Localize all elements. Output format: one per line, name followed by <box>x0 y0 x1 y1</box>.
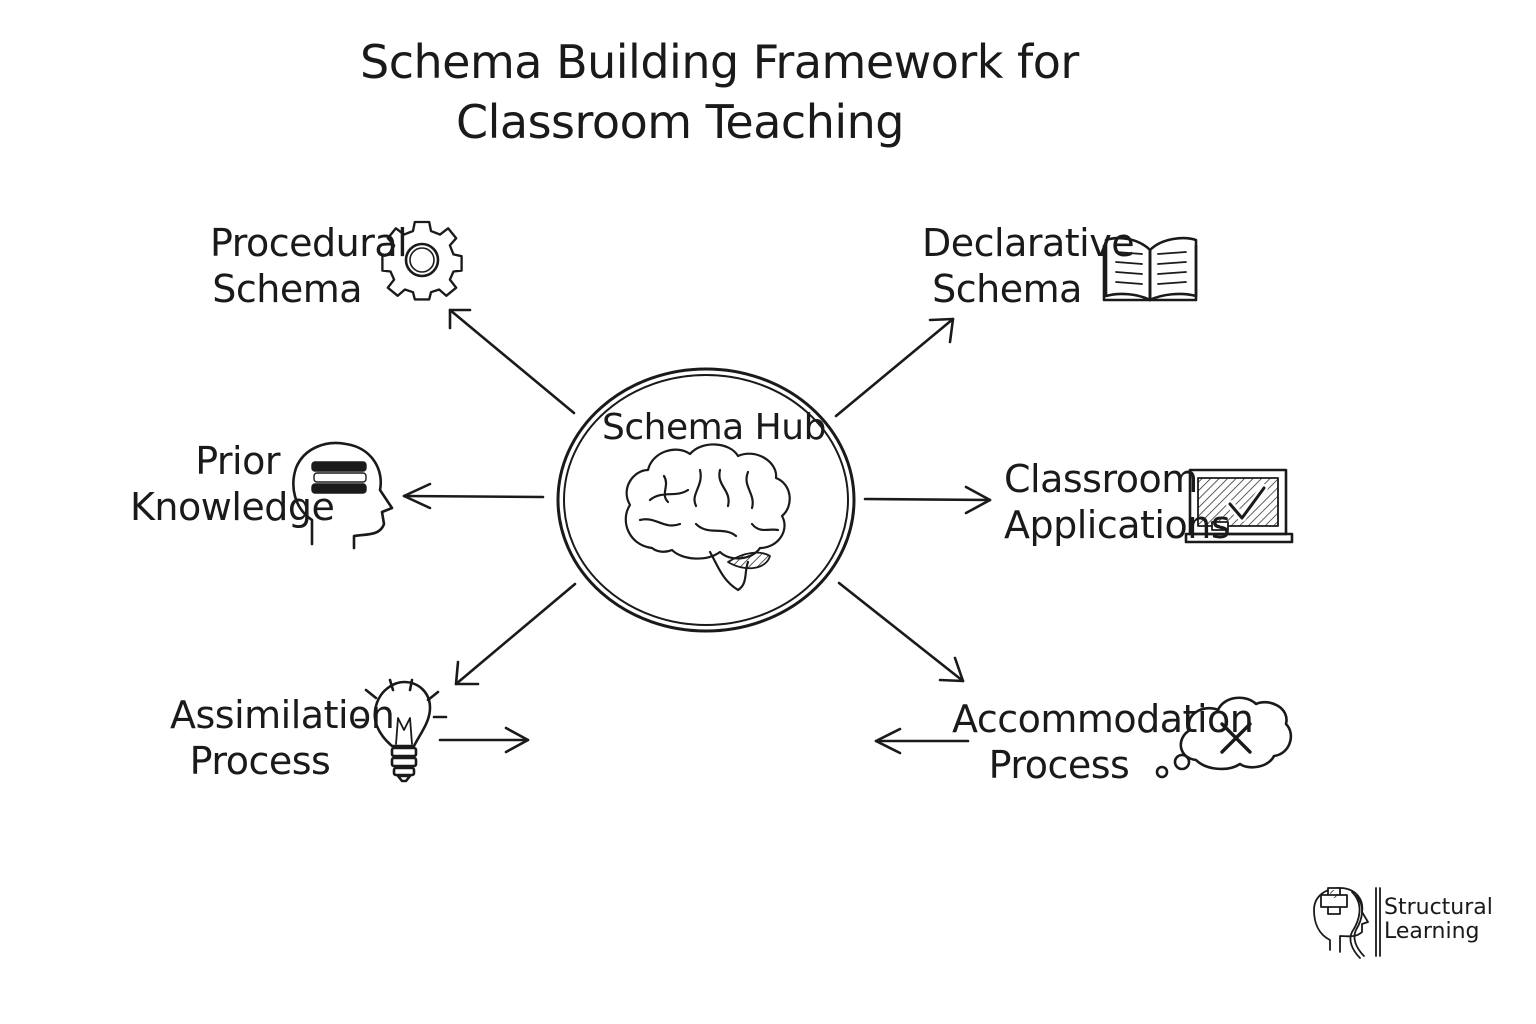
node-assimilation-process: Assimilation Process <box>170 692 395 784</box>
arrow-to-assimilation <box>454 582 577 686</box>
node-classroom-line-2: Applications <box>1004 503 1231 547</box>
node-declarative-line-2: Schema <box>932 267 1082 311</box>
arrow-to-procedural <box>448 308 576 415</box>
node-declarative-line-1: Declarative <box>922 221 1135 265</box>
node-prior-knowledge: Prior Knowledge <box>130 438 335 530</box>
node-procedural-line-2: Schema <box>212 267 362 311</box>
arrow-to-classroom <box>863 485 992 515</box>
arrow-accommodation-left <box>874 727 970 755</box>
arrow-to-accommodation <box>837 581 965 683</box>
head-with-books-icon <box>292 441 394 550</box>
open-book-icon <box>1102 236 1198 302</box>
page-title: Schema Building Framework for Classroom … <box>360 32 1079 152</box>
title-line-1: Schema Building Framework for <box>360 35 1079 89</box>
title-line-2: Classroom Teaching <box>456 95 905 149</box>
logo-text: Structural Learning <box>1384 896 1493 944</box>
brain-icon <box>624 443 791 592</box>
node-assimilation-line-1: Assimilation <box>170 693 395 737</box>
node-accommodation-process: Accommodation Process <box>952 696 1254 788</box>
arrow-to-declarative <box>834 317 955 418</box>
node-classroom-applications: Classroom Applications <box>1004 456 1231 548</box>
structural-learning-logo-icon <box>1313 887 1381 959</box>
hub-circle <box>556 367 856 633</box>
node-prior-line-1: Prior <box>195 439 280 483</box>
thought-cloud-x-icon <box>1155 696 1293 779</box>
node-accommodation-line-1: Accommodation <box>952 697 1254 741</box>
node-accommodation-line-2: Process <box>988 743 1130 787</box>
node-declarative-schema: Declarative Schema <box>922 220 1135 312</box>
lightbulb-icon <box>354 678 448 783</box>
gear-icon <box>381 220 463 301</box>
node-prior-line-2: Knowledge <box>130 485 335 529</box>
chalkboard-checkmark-icon <box>1184 468 1294 544</box>
node-procedural-schema: Procedural Schema <box>210 220 408 312</box>
logo-line-1: Structural <box>1384 895 1493 920</box>
hub-label: Schema Hub <box>602 407 826 448</box>
arrow-assimilation-right <box>438 726 530 754</box>
logo-line-2: Learning <box>1384 919 1480 944</box>
node-classroom-line-1: Classroom <box>1004 457 1198 501</box>
node-procedural-line-1: Procedural <box>210 221 408 265</box>
arrow-to-prior <box>402 482 545 510</box>
node-assimilation-line-2: Process <box>189 739 331 783</box>
